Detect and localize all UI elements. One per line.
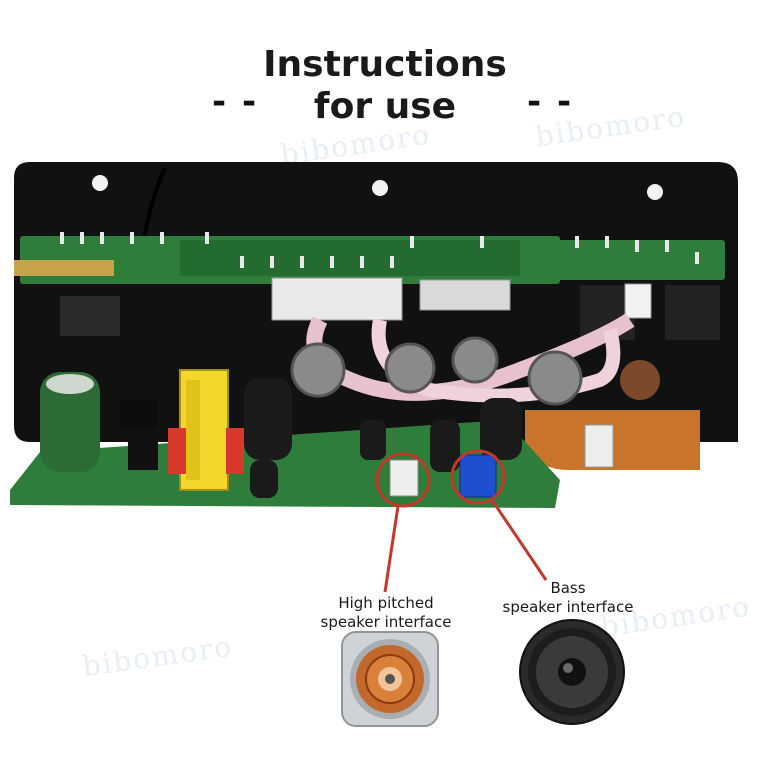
chip	[120, 400, 158, 430]
transformer-coil	[226, 428, 244, 474]
plate-hole	[92, 175, 108, 191]
woofer-callout-line-2: speaker interface	[502, 598, 634, 616]
potentiometer	[451, 336, 499, 384]
woofer-callout-label: Bass speaker interface	[488, 579, 648, 617]
capacitor	[360, 420, 386, 460]
capacitor	[480, 398, 522, 460]
ribbon-connector	[271, 277, 403, 321]
woofer-highlight-circle	[450, 449, 506, 505]
capacitor	[430, 420, 460, 472]
page-title-line-1: Instructions	[263, 44, 507, 85]
mount-clip	[665, 285, 720, 340]
woofer-callout-line-1: Bass	[550, 579, 586, 597]
tweeter-callout-label: High pitched speaker interface	[306, 594, 466, 632]
title-dash-left: - -	[212, 82, 259, 122]
capacitor	[40, 372, 100, 472]
main-pcb	[10, 420, 560, 508]
ribbon-connector	[419, 279, 511, 311]
capacitor	[250, 460, 278, 498]
potentiometer	[384, 342, 436, 394]
tweeter-leader-line	[383, 505, 400, 593]
side-connector	[624, 283, 652, 319]
side-pcb	[545, 240, 725, 280]
woofer-leader-line	[490, 499, 548, 581]
tweeter-image	[341, 631, 439, 727]
woofer-connector	[459, 454, 497, 498]
page-title-line-2: for use	[313, 86, 457, 127]
title-dash-right: - -	[527, 82, 574, 122]
potentiometer	[290, 342, 346, 398]
tweeter-callout-line-1: High pitched	[338, 594, 434, 612]
potentiometer	[527, 350, 583, 406]
display-pcb-pins	[60, 232, 484, 268]
pot-connector	[584, 424, 614, 468]
display-pcb-module	[180, 240, 520, 276]
plate-hole	[372, 180, 388, 196]
potentiometer	[620, 360, 660, 400]
chip	[128, 440, 158, 470]
tweeter-connector	[389, 459, 419, 497]
display-pcb-gold-edge	[14, 260, 114, 276]
tweeter-callout-line-2: speaker interface	[320, 613, 452, 631]
transformer-coil	[168, 428, 186, 474]
capacitor	[244, 378, 292, 460]
woofer-image	[519, 619, 625, 725]
mount-clip	[60, 296, 120, 336]
tweeter-highlight-circle	[375, 452, 431, 508]
plate-hole	[647, 184, 663, 200]
